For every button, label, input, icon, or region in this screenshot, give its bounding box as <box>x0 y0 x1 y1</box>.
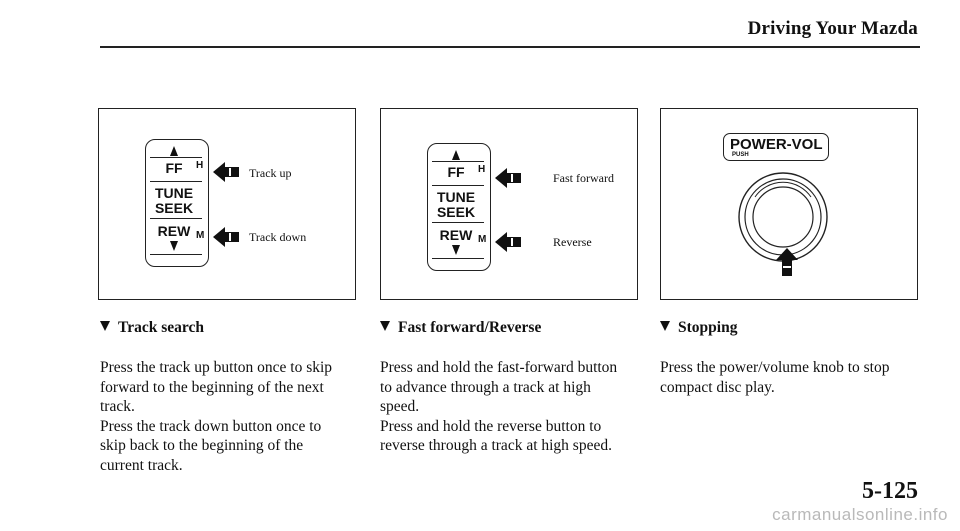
panel-mark-h: H <box>196 160 204 171</box>
bullet-triangle-icon <box>660 321 670 331</box>
body-text-stopping: Press the power/volume knob to stop comp… <box>660 359 890 396</box>
figure-fast-forward-reverse: FF H TUNE SEEK REW M Fast forward Revers… <box>380 108 638 300</box>
panel-label-rew: REW <box>157 223 191 239</box>
section-title-text: Track search <box>118 319 204 336</box>
figure-track-search: FF H TUNE SEEK REW M Track up Track down <box>98 108 356 300</box>
pointing-hand-icon <box>213 162 239 182</box>
watermark: carmanualsonline.info <box>772 505 948 524</box>
callout-track-down: Track down <box>249 230 307 244</box>
callout-fast-forward: Fast forward <box>553 171 614 185</box>
body-text-fast-forward-reverse: Press and hold the fast-forward button t… <box>380 359 618 454</box>
up-triangle-icon <box>170 146 178 156</box>
panel-mark-h: H <box>478 164 486 175</box>
bullet-triangle-icon <box>380 321 390 331</box>
panel-label-tune: TUNE <box>436 189 476 205</box>
bullet-triangle-icon <box>100 321 110 331</box>
panel-line <box>432 185 484 187</box>
panel-label-seek: SEEK <box>436 204 476 220</box>
down-triangle-icon <box>452 245 460 255</box>
page-header-title: Driving Your Mazda <box>747 18 918 39</box>
panel-line <box>432 161 484 163</box>
header-rule <box>100 46 920 48</box>
panel-label-rew: REW <box>439 227 473 243</box>
push-label: PUSH <box>732 152 749 158</box>
callout-track-up: Track up <box>249 166 292 180</box>
up-triangle-icon <box>452 150 460 160</box>
panel-line <box>150 157 202 159</box>
pointing-hand-icon <box>213 227 239 247</box>
power-vol-label-box: POWER-VOL PUSH <box>723 133 829 161</box>
panel-label-tune: TUNE <box>154 185 194 201</box>
pointing-hand-icon <box>776 248 798 276</box>
tune-seek-button-panel: FF H TUNE SEEK REW M <box>145 139 209 267</box>
section-title-track-search: Track search <box>100 319 204 337</box>
panel-mark-m: M <box>196 230 205 241</box>
section-title-text: Fast forward/Reverse <box>398 319 542 336</box>
tune-seek-button-panel: FF H TUNE SEEK REW M <box>427 143 491 271</box>
pointing-hand-icon <box>495 232 521 252</box>
panel-label-ff: FF <box>165 160 183 176</box>
pointing-hand-icon <box>495 168 521 188</box>
down-triangle-icon <box>170 241 178 251</box>
panel-mark-m: M <box>478 234 487 245</box>
page-number: 5-125 <box>862 478 918 504</box>
figure-stopping: POWER-VOL PUSH <box>660 108 918 300</box>
power-vol-label: POWER-VOL <box>730 136 823 153</box>
panel-line <box>150 254 202 256</box>
panel-line <box>150 181 202 183</box>
panel-line <box>432 258 484 260</box>
panel-label-seek: SEEK <box>154 200 194 216</box>
section-title-stopping: Stopping <box>660 319 737 337</box>
section-title-text: Stopping <box>678 319 738 336</box>
panel-line <box>150 218 202 220</box>
panel-label-ff: FF <box>447 164 465 180</box>
section-title-fast-forward-reverse: Fast forward/Reverse <box>380 319 541 337</box>
body-text-track-search: Press the track up button once to skip f… <box>100 359 333 474</box>
panel-line <box>432 222 484 224</box>
callout-reverse: Reverse <box>553 235 592 249</box>
